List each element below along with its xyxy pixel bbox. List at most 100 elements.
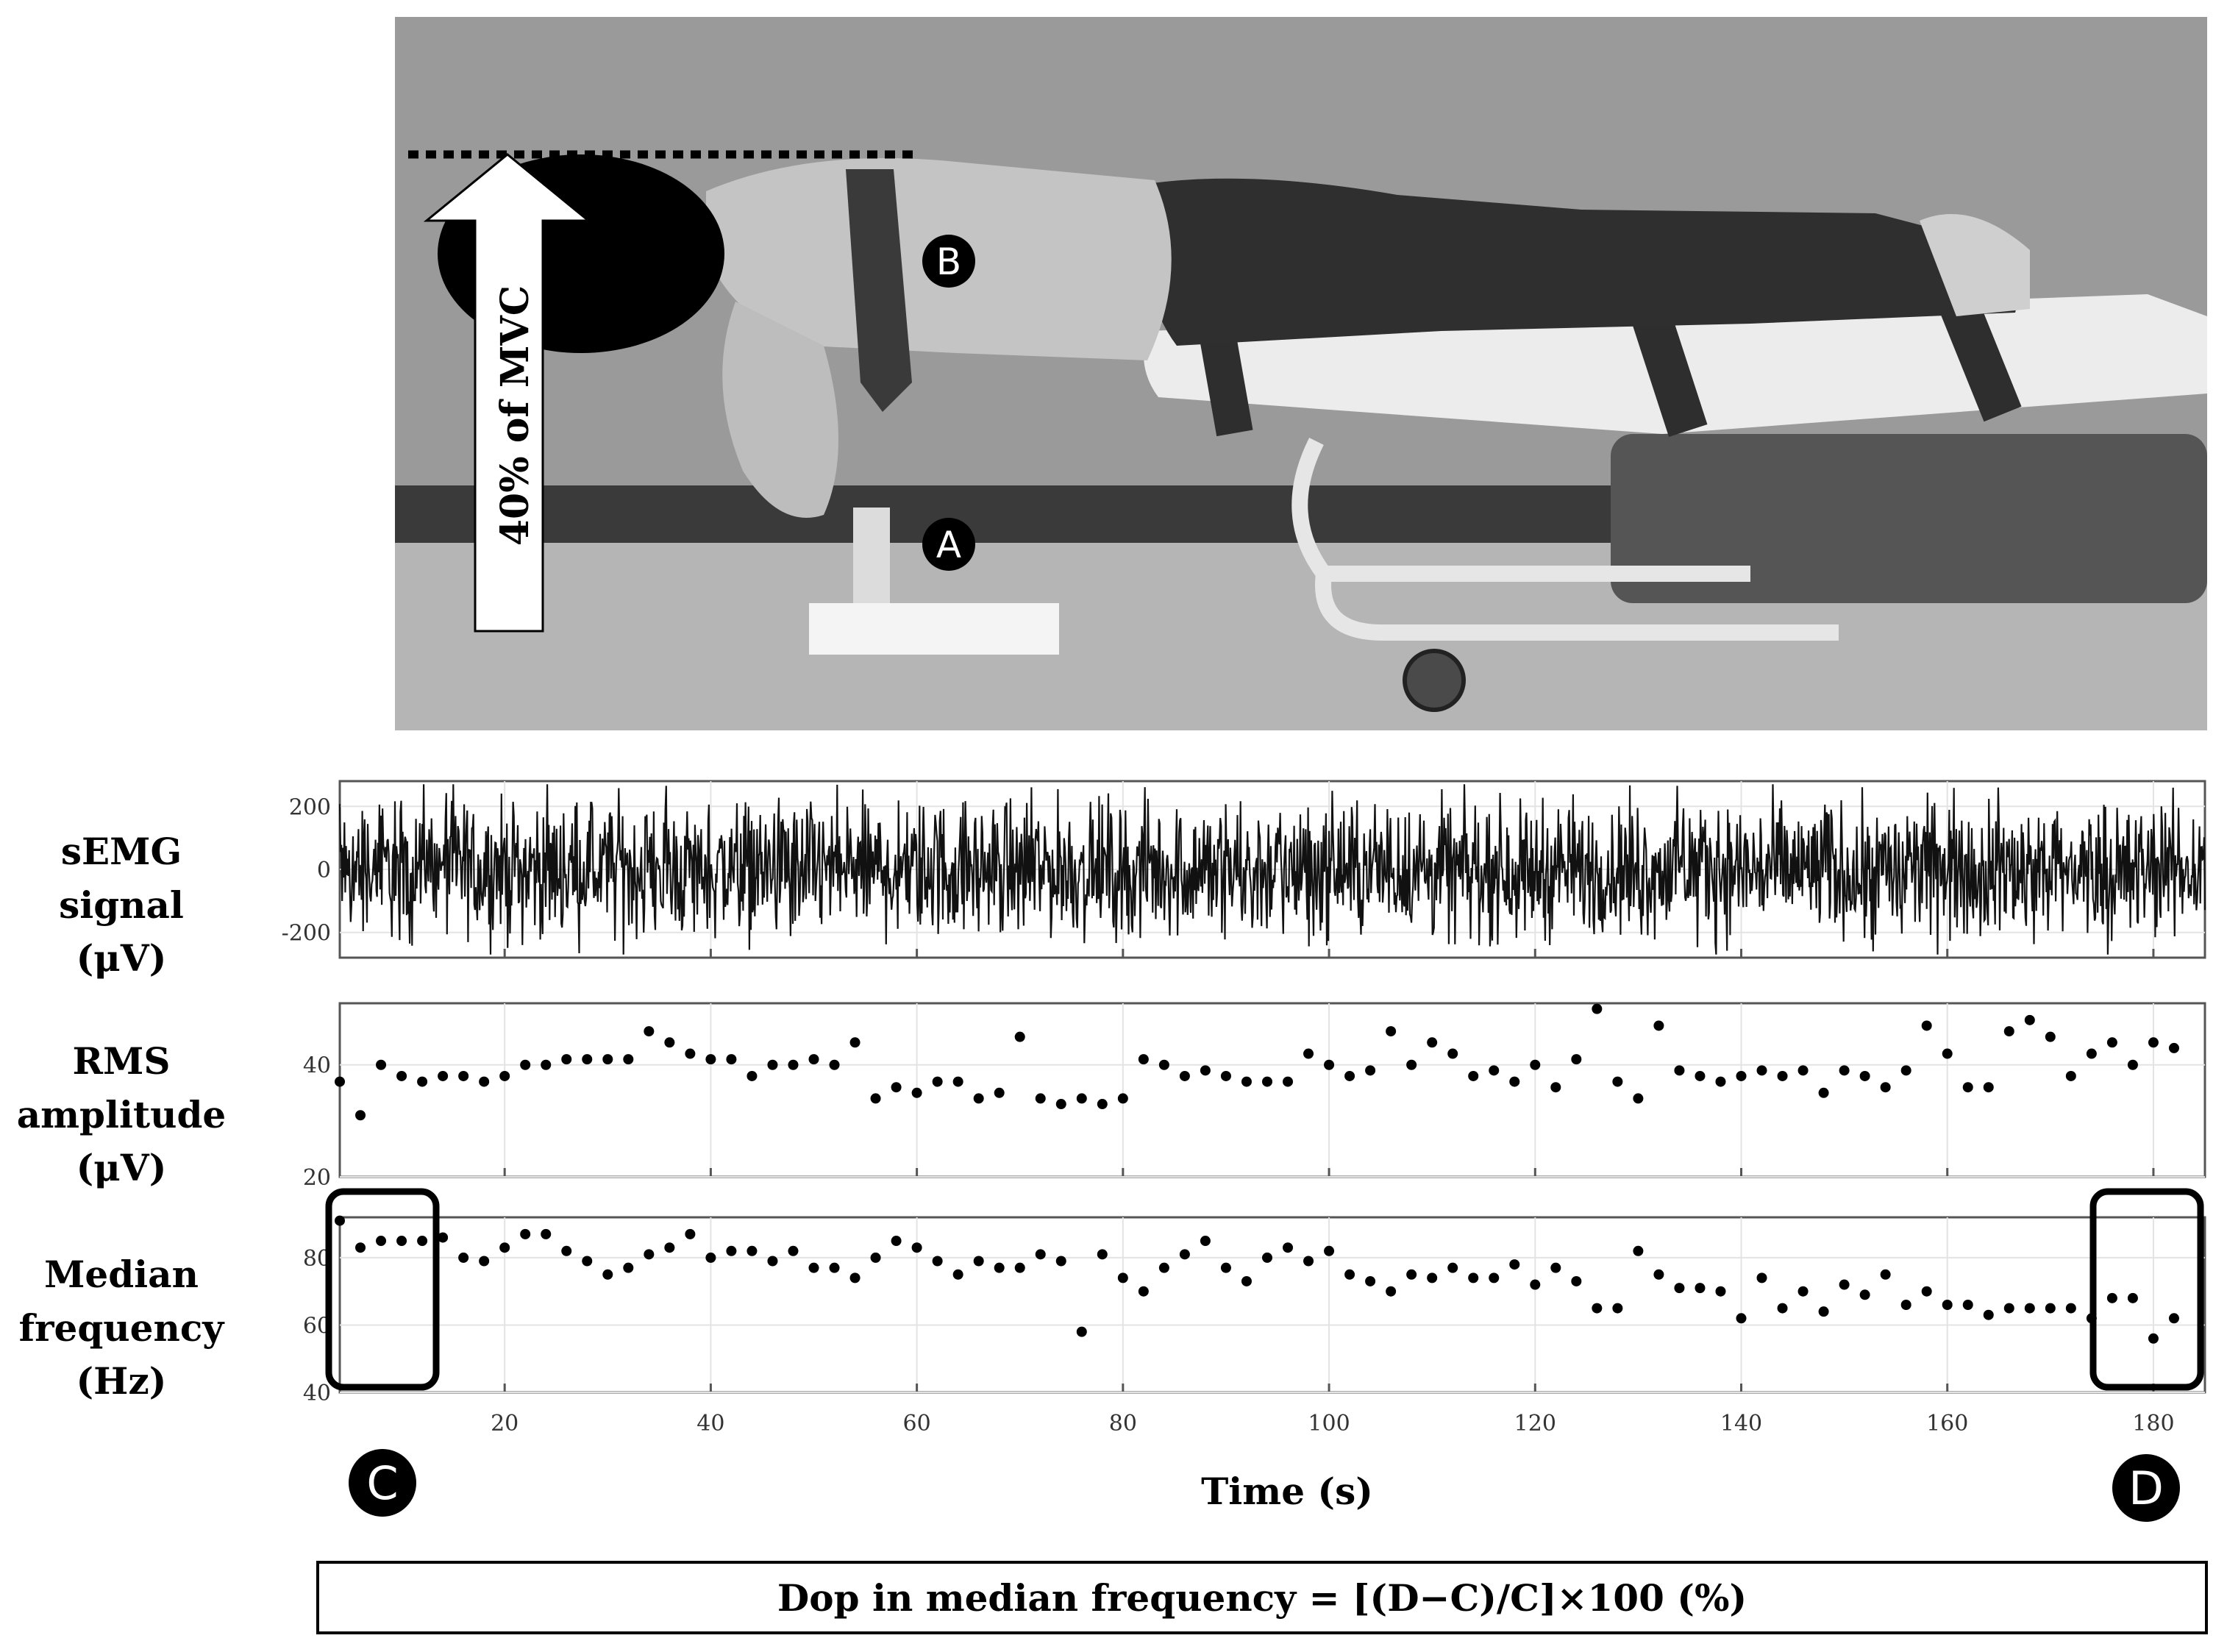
semg-label-line-2: signal [59,883,184,927]
data-point [1344,1070,1355,1081]
formula-text: Dop in median frequency = [(D−C)/C]×100 … [777,1576,1747,1620]
data-point [2168,1313,2179,1324]
data-point [2065,1070,2076,1081]
data-point [685,1048,696,1059]
data-point [376,1236,387,1247]
bench-strap-2 [1628,298,1708,437]
data-point [1736,1313,1747,1324]
data-point [1097,1099,1108,1110]
data-point [952,1076,963,1087]
subject-legs [1144,178,2030,346]
data-point [705,1252,716,1263]
data-point [1179,1070,1190,1081]
data-point [2106,1292,2117,1303]
data-point [1900,1300,1911,1310]
marker-c: C [366,1456,398,1510]
rms-label: RMS amplitude (μV) [0,1035,243,1195]
data-point [2086,1048,2097,1059]
data-point [932,1256,943,1267]
data-point [767,1059,778,1070]
data-point [1014,1031,1025,1042]
data-point [417,1236,428,1247]
data-point [1962,1300,1973,1310]
data-point [2045,1031,2056,1042]
data-point [849,1272,860,1283]
data-point [417,1076,428,1087]
data-point [602,1054,613,1065]
bench-base [1611,434,2207,603]
data-point [1076,1326,1087,1337]
data-point [1427,1272,1438,1283]
data-point [747,1070,758,1081]
data-point [376,1059,387,1070]
data-point [1880,1269,1891,1280]
y-tick-label: 0 [317,858,331,883]
data-point [458,1070,469,1081]
x-tick-label: 180 [2132,1411,2174,1436]
data-point [1530,1279,1541,1290]
data-point [1035,1249,1046,1260]
data-point [644,1026,655,1037]
data-point [1468,1272,1479,1283]
data-point [1736,1070,1747,1081]
data-point [1097,1249,1108,1260]
data-point [1859,1289,1870,1300]
data-point [1076,1093,1087,1104]
data-point [335,1076,345,1087]
data-point [1818,1306,1829,1317]
data-point [623,1262,634,1273]
data-point [355,1242,366,1253]
data-point [726,1054,737,1065]
data-point [582,1054,593,1065]
data-point [829,1059,840,1070]
data-point [1509,1259,1520,1270]
bench-strap-1 [1196,313,1253,437]
data-point [1839,1279,1850,1290]
data-point [1674,1065,1685,1076]
data-point [1386,1286,1397,1297]
data-point [1983,1082,1994,1093]
data-point [1220,1070,1231,1081]
data-point [1530,1059,1541,1070]
data-point [499,1070,510,1081]
data-point [952,1269,963,1280]
data-point [1674,1283,1685,1294]
data-point [1303,1048,1314,1059]
data-point [932,1076,943,1087]
callout-a-circle [922,518,975,571]
data-point [685,1228,696,1239]
data-point [2024,1303,2035,1314]
data-point [1138,1286,1149,1297]
x-tick-label: 160 [1926,1411,1968,1436]
data-point [1283,1076,1294,1087]
data-point [2148,1037,2159,1048]
data-point [2065,1303,2076,1314]
data-point [1612,1076,1623,1087]
x-axis-label: Time (s) [1201,1470,1373,1513]
data-point [2003,1026,2014,1037]
data-point [1324,1059,1335,1070]
data-point [1158,1262,1169,1273]
data-point [808,1262,819,1273]
data-point [1220,1262,1231,1273]
data-point [747,1245,758,1256]
semg-label-line-3: (μV) [76,936,167,980]
data-point [1386,1026,1397,1037]
data-point [829,1262,840,1273]
data-point [1797,1065,1809,1076]
data-point [1818,1087,1829,1098]
data-point [1695,1070,1706,1081]
data-point [1509,1076,1520,1087]
data-point [1138,1054,1149,1065]
data-point [1592,1303,1603,1314]
data-point [1406,1269,1417,1280]
semg-trace [338,784,2206,955]
highlight-box-c [325,1188,440,1391]
data-point [1633,1093,1644,1104]
mf-label-line-2: frequency [18,1306,224,1350]
data-point [2127,1059,2138,1070]
plot-frame [338,1216,2206,1394]
data-point [1055,1099,1066,1110]
